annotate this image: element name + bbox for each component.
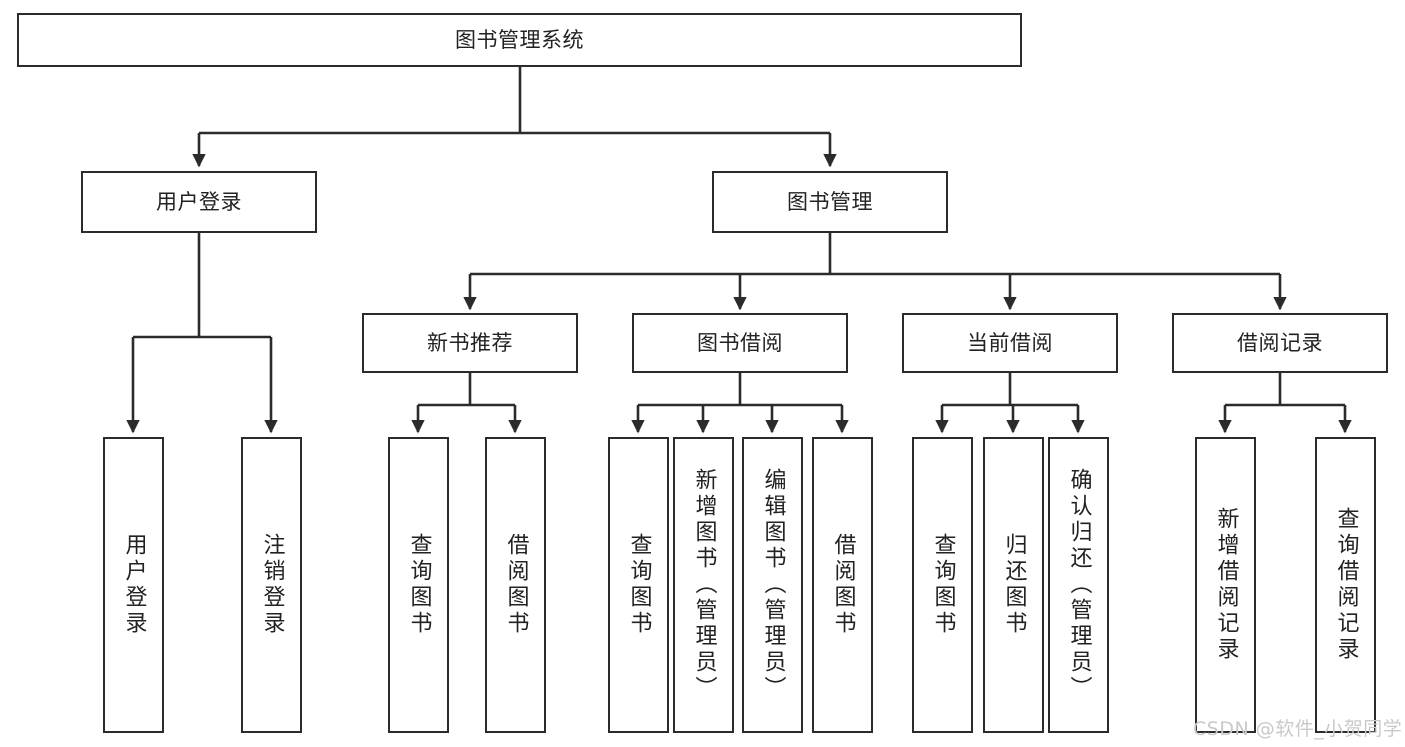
node-borrow-records[interactable]: 借阅记录 [1172, 313, 1388, 373]
node-label: 查询图书 [626, 533, 652, 637]
node-label: 当前借阅 [967, 330, 1053, 355]
leaf-query-books-borrow[interactable]: 查询图书 [608, 437, 669, 733]
node-label: 用户登录 [156, 189, 242, 214]
node-label: 新增图书（管理员） [691, 468, 717, 702]
node-label: 借阅记录 [1237, 330, 1323, 355]
node-label: 确认归还（管理员） [1066, 468, 1092, 702]
node-label: 借阅图书 [830, 533, 856, 637]
node-label: 查询图书 [930, 533, 956, 637]
node-new-book-recommendation[interactable]: 新书推荐 [362, 313, 578, 373]
node-label: 新增借阅记录 [1213, 507, 1239, 663]
node-label: 查询借阅记录 [1333, 507, 1359, 663]
node-label: 查询图书 [406, 533, 432, 637]
leaf-logout[interactable]: 注销登录 [241, 437, 302, 733]
leaf-query-books-new-book[interactable]: 查询图书 [388, 437, 449, 733]
node-root-book-management-system[interactable]: 图书管理系统 [17, 13, 1022, 67]
leaf-query-borrow-record[interactable]: 查询借阅记录 [1315, 437, 1376, 733]
node-label: 注销登录 [259, 533, 285, 637]
leaf-add-book-admin[interactable]: 新增图书（管理员） [673, 437, 734, 733]
node-label: 用户登录 [121, 533, 147, 637]
node-user-login[interactable]: 用户登录 [81, 171, 317, 233]
leaf-return-books[interactable]: 归还图书 [983, 437, 1044, 733]
node-label: 新书推荐 [427, 330, 513, 355]
node-label: 图书借阅 [697, 330, 783, 355]
node-label: 编辑图书（管理员） [760, 468, 786, 702]
leaf-borrow-books-new-book[interactable]: 借阅图书 [485, 437, 546, 733]
node-label: 图书管理系统 [455, 27, 584, 52]
node-label: 图书管理 [787, 189, 873, 214]
node-book-management[interactable]: 图书管理 [712, 171, 948, 233]
leaf-query-books-current[interactable]: 查询图书 [912, 437, 973, 733]
node-label: 归还图书 [1001, 533, 1027, 637]
leaf-edit-book-admin[interactable]: 编辑图书（管理员） [742, 437, 803, 733]
node-label: 借阅图书 [503, 533, 529, 637]
leaf-user-login[interactable]: 用户登录 [103, 437, 164, 733]
leaf-borrow-books[interactable]: 借阅图书 [812, 437, 873, 733]
leaf-confirm-return-admin[interactable]: 确认归还（管理员） [1048, 437, 1109, 733]
node-current-borrowing[interactable]: 当前借阅 [902, 313, 1118, 373]
node-book-borrowing[interactable]: 图书借阅 [632, 313, 848, 373]
leaf-add-borrow-record[interactable]: 新增借阅记录 [1195, 437, 1256, 733]
